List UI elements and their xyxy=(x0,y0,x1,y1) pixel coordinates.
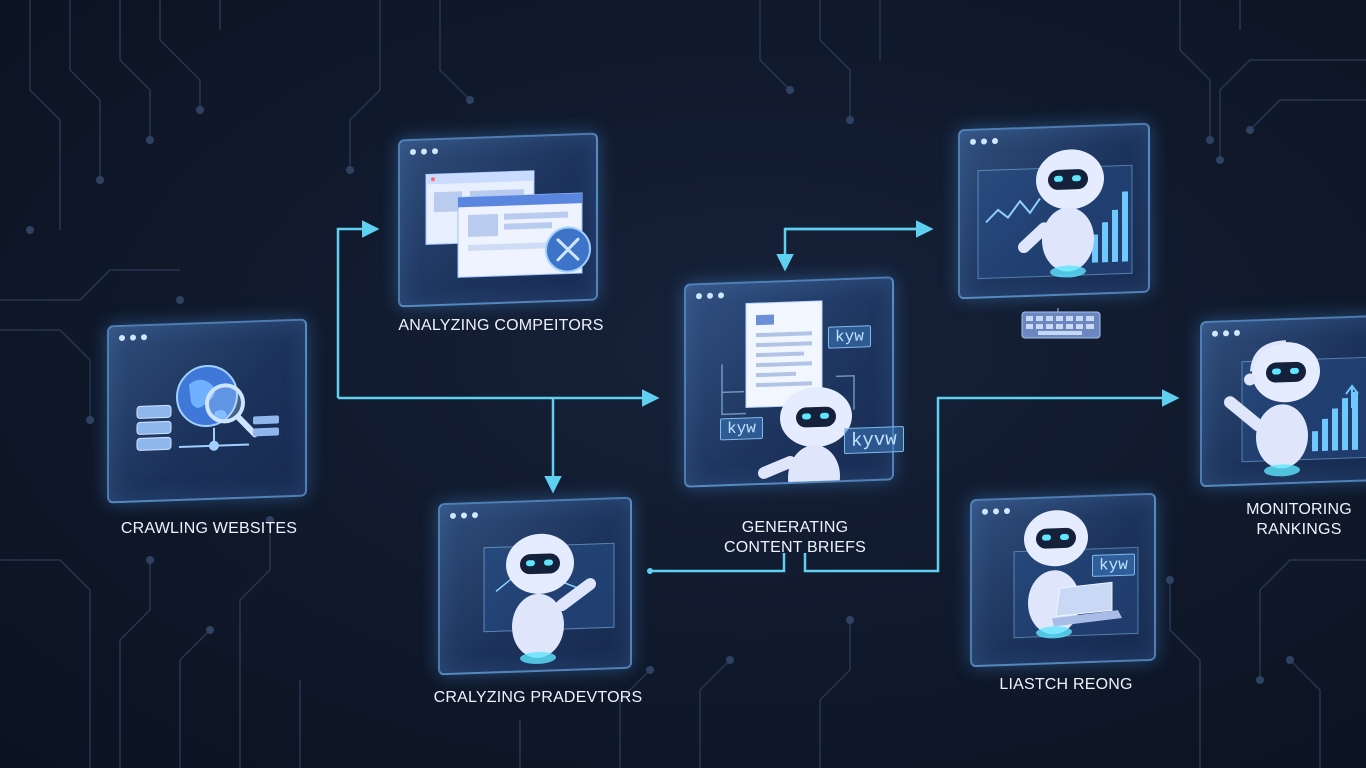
laptop-icon xyxy=(1052,581,1122,627)
liastch-reong-label: LIASTCH REONG xyxy=(999,676,1133,693)
generating-label-line2: CONTENT BRIEFS xyxy=(723,539,867,556)
panel-liastch-reong: kyw xyxy=(970,492,1156,668)
arrow-to-analyzing xyxy=(336,220,380,398)
keyword-tag: kyw xyxy=(828,325,871,349)
headset-icon xyxy=(1250,340,1287,372)
keyword-tag: kyw xyxy=(720,416,763,441)
panel-analyzing-competitors xyxy=(398,132,598,308)
robot-icon xyxy=(758,387,852,486)
panel-monitoring-rankings xyxy=(1200,314,1366,488)
generating-content-briefs-label: GENERATING CONTENT BRIEFS xyxy=(706,518,884,558)
panel-generating-content-briefs: kyw kyw kyvw xyxy=(684,276,904,488)
keyword-tag: kyw xyxy=(1092,553,1135,577)
monitoring-rankings-label: MONITORING RANKINGS xyxy=(1240,500,1358,540)
close-icon xyxy=(545,226,591,273)
robot-icon xyxy=(1018,149,1104,278)
analyzing-competitors-label: ANALYZING COMPEITORS xyxy=(398,317,604,334)
arrow-up-icon xyxy=(1345,384,1359,408)
panel-cralyzing-pradevtors xyxy=(438,496,632,676)
panel-analytics-robot xyxy=(958,122,1150,300)
keyword-tag: kyvw xyxy=(844,425,904,455)
document-icon xyxy=(745,300,823,409)
server-icon xyxy=(253,415,279,437)
line-gen-to-cralyzing xyxy=(650,553,786,573)
panel-crawling-websites xyxy=(107,318,307,504)
magnifier-icon xyxy=(205,383,258,438)
robot-icon xyxy=(506,533,596,664)
crawling-websites-label: CRAWLING WEBSITES xyxy=(120,520,298,537)
bar-chart-icon xyxy=(1312,391,1358,452)
database-icon xyxy=(136,404,172,451)
arrow-to-monitoring xyxy=(803,389,1180,573)
trend-line-icon xyxy=(985,197,1041,224)
keyboard-icon xyxy=(1021,308,1101,339)
arrow-loop-to-generating xyxy=(776,227,931,272)
monitoring-label-line2: RANKINGS xyxy=(1256,521,1342,538)
robot-icon xyxy=(1224,340,1320,477)
network-icon xyxy=(179,427,249,451)
cralyzing-pradevtors-label: CRALYZING PRADEVTORS xyxy=(433,689,643,706)
monitoring-label-line1: MONITORING xyxy=(1246,501,1352,518)
generating-label-line1: GENERATING xyxy=(741,519,849,536)
